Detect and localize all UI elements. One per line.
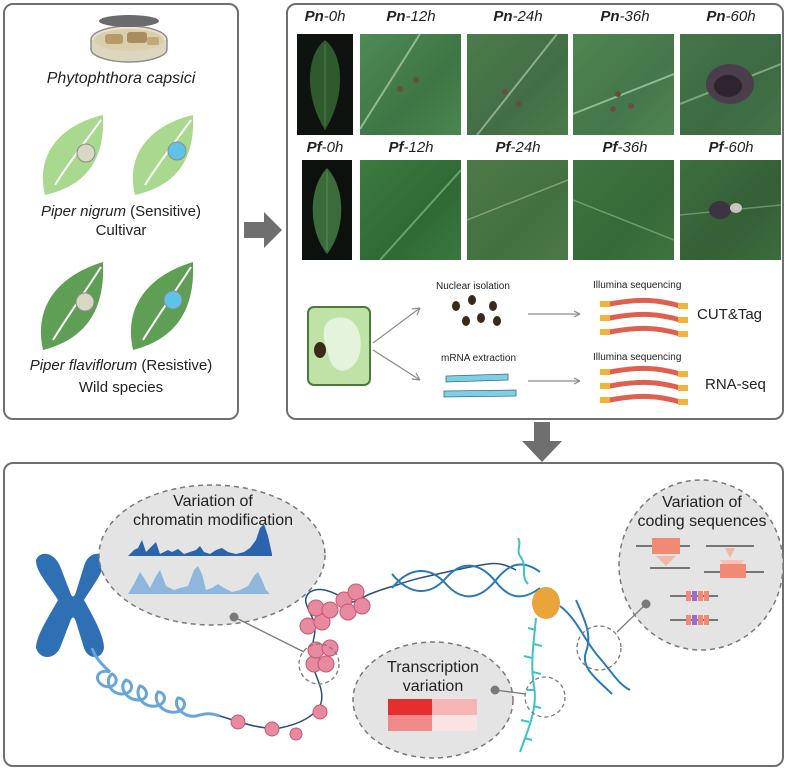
double-helix-dna (391, 563, 631, 695)
pf-36h-photo (573, 160, 674, 260)
illumina-label-1: Illumina sequencing (593, 280, 682, 291)
nucleosomes-icon (230, 583, 371, 741)
pf-24h-title: Pf-24h (495, 139, 541, 156)
chromatin-focus-circle (298, 643, 340, 685)
leaf-dark-left-icon (40, 262, 104, 350)
coiled-dna (90, 647, 221, 718)
bubble-connectors (233, 603, 647, 695)
coding-bubble (618, 479, 784, 651)
transcription-focus-circle (524, 676, 566, 718)
pathogen-label: Phytophthora capsici (46, 70, 196, 87)
coding-bubble-title-2: coding sequences (637, 513, 767, 530)
transcription-bubble-title-2: variation (402, 678, 464, 695)
pn-36h-title: Pn-36h (600, 8, 650, 25)
rna-seq-label: RNA-seq (705, 376, 766, 393)
nucleus-icon (314, 342, 326, 358)
cut-tag-label: CUT&Tag (697, 306, 763, 323)
transcription-heatmap (388, 699, 477, 731)
arrow-down (522, 422, 562, 462)
pn-24h-photo (467, 34, 568, 135)
transcription-bubble-title-1: Transcription (387, 659, 479, 676)
arrow-right (244, 212, 282, 248)
nuclear-isolation-label: Nuclear isolation (436, 281, 510, 292)
pn-0h-title: Pn-0h (304, 8, 346, 25)
chromatin-peaks-light (128, 566, 270, 594)
cultivar-label: Cultivar (95, 222, 147, 239)
pn-12h-title: Pn-12h (386, 8, 436, 25)
coding-sequence-glyphs (636, 538, 764, 625)
chromosome-icon (36, 553, 104, 657)
coding-bubble-title-1: Variation of (662, 494, 742, 511)
pf-60h-photo (680, 160, 781, 260)
mrna-extraction-label: mRNA extraction (441, 353, 517, 364)
isolated-nuclei-icon (452, 295, 501, 326)
wild-species-label: Wild species (78, 379, 164, 396)
rna-transcript (517, 537, 543, 753)
pf-0h-photo (302, 160, 352, 260)
pf-24h-photo (467, 160, 568, 260)
pn-12h-photo (360, 34, 461, 135)
reads-rna-seq-icon (600, 365, 688, 405)
pn-36h-photo (573, 34, 674, 135)
pf-12h-title: Pf-12h (388, 139, 434, 156)
sensitive-species-name: Piper nigrum (40, 203, 126, 220)
vacuole-icon (323, 317, 361, 371)
leaf-light-right-icon (132, 115, 194, 195)
left-panel: Phytophthora capsici Piper nigrum (Sensi… (3, 3, 239, 420)
chromatin-peaks-dark (128, 524, 272, 556)
pn-0h-photo (297, 34, 353, 135)
petri-dish-icon (40, 15, 194, 350)
resistive-species-name: Piper flaviflorum (29, 357, 138, 374)
pf-60h-title: Pf-60h (708, 139, 754, 156)
polymerase-icon (532, 587, 560, 619)
reads-cut-tag-icon (600, 297, 688, 337)
sensitive-status: (Sensitive) (126, 203, 202, 220)
leaf-dark-right-icon (130, 262, 194, 350)
chromatin-bubble-title-1: Variation of (173, 493, 253, 510)
pf-36h-title: Pf-36h (602, 139, 648, 156)
split-arrows (372, 307, 581, 385)
sensitive-label: Piper nigrum (Sensitive) (5, 203, 237, 220)
pn-60h-title: Pn-60h (706, 8, 756, 25)
pn-24h-title: Pn-24h (493, 8, 543, 25)
resistive-label: Piper flaviflorum (Resistive) (5, 357, 237, 374)
pf-12h-photo (360, 160, 461, 260)
chromatin-bubble-title-2: chromatin modification (132, 512, 294, 529)
coding-focus-circle (576, 625, 622, 671)
mrna-strands-icon (443, 373, 517, 398)
pn-60h-photo (680, 34, 781, 135)
resistive-status: (Resistive) (137, 357, 213, 374)
pf-0h-title: Pf-0h (306, 139, 344, 156)
leaf-light-left-icon (42, 115, 104, 195)
illumina-label-2: Illumina sequencing (593, 352, 682, 363)
